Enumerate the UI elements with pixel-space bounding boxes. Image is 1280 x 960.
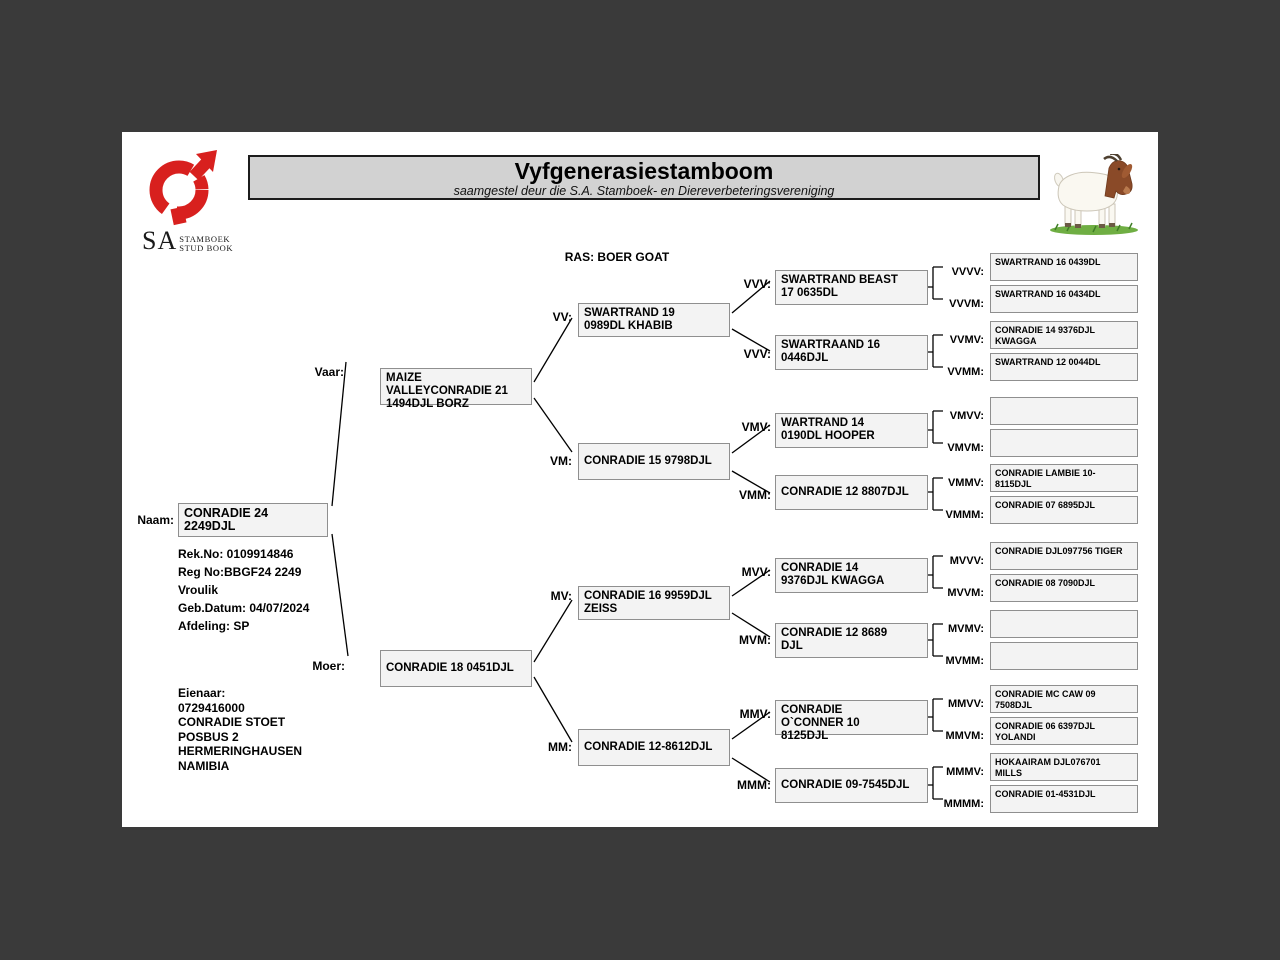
- subject-details: Rek.No: 0109914846 Reg No:BBGF24 2249 Vr…: [178, 545, 309, 635]
- box-vmm: CONRADIE 12 8807DJL: [775, 475, 928, 510]
- vaar-label: Vaar:: [314, 365, 344, 379]
- detail-reg-no: Reg No:BBGF24 2249: [178, 565, 302, 579]
- label-vmm: VMM:: [739, 488, 771, 502]
- owner-name: CONRADIE STOET: [178, 715, 286, 729]
- document-subtitle: saamgestel deur die S.A. Stamboek- en Di…: [453, 184, 835, 198]
- box-mmvv: CONRADIE MC CAW 09 7508DJL: [990, 685, 1138, 713]
- label-mvvm: MVVM:: [947, 587, 984, 599]
- boer-goat-illustration: [1050, 154, 1138, 235]
- label-mmv: MMV:: [739, 707, 771, 721]
- box-moer: CONRADIE 18 0451DJL: [380, 650, 532, 687]
- detail-geb-datum: Geb.Datum: 04/07/2024: [178, 601, 310, 615]
- box-mvm: CONRADIE 12 8689 DJL: [775, 623, 928, 658]
- logo-org-line1: STAMBOEK: [179, 234, 231, 244]
- moer-label: Moer:: [312, 659, 345, 673]
- label-mmmm: MMMM:: [943, 798, 984, 810]
- box-vvvm: SWARTRAND 16 0434DL: [990, 285, 1138, 313]
- label-mmvm: MMVM:: [945, 730, 985, 742]
- label-mvm: MVM:: [739, 633, 771, 647]
- label-mvv: MVV:: [741, 565, 771, 579]
- label-mmvv: MMVV:: [947, 698, 984, 710]
- label-mv: MV:: [550, 589, 572, 603]
- logo-org-line2: STUD BOOK: [179, 243, 234, 253]
- label-mvvv: MVVV:: [949, 555, 984, 567]
- label-vvvv: VVVV:: [951, 266, 984, 278]
- owner-phone: 0729416000: [178, 700, 245, 715]
- male-symbol-ring-arrow-icon: [149, 150, 217, 226]
- label-vvmm: VVMM:: [947, 366, 984, 378]
- pedigree-connector-lines: [331, 266, 943, 800]
- label-vmvm: VMVM:: [947, 442, 984, 454]
- label-vvv-1: VVV:: [743, 277, 771, 291]
- label-mmm: MMM:: [737, 778, 771, 792]
- breed-line: RAS: BOER GOAT: [564, 250, 670, 264]
- box-vvv-2: SWARTRAAND 16 0446DJL: [775, 335, 928, 370]
- label-vmv: VMV:: [741, 420, 771, 434]
- label-mvmv: MVMV:: [947, 623, 984, 635]
- label-mvmm: MVMM:: [945, 655, 985, 667]
- box-mmmm: CONRADIE 01-4531DJL: [990, 785, 1138, 813]
- label-vvv-2: VVV:: [743, 347, 771, 361]
- label-vmmm: VMMM:: [945, 509, 985, 521]
- box-mmmv: HOKAAIRAM DJL076701 MILLS: [990, 753, 1138, 781]
- box-vv: SWARTRAND 19 0989DL KHABIB: [578, 303, 730, 337]
- box-mvvm: CONRADIE 08 7090DJL: [990, 574, 1138, 602]
- detail-rek-no: Rek.No: 0109914846: [178, 547, 294, 561]
- box-vmvm: [990, 429, 1138, 457]
- document-title-bar: Vyfgenerasiestamboom saamgestel deur die…: [248, 155, 1040, 200]
- owner-eienaar-label: Eienaar:: [178, 686, 226, 700]
- box-mmv: CONRADIE O`CONNER 10 8125DJL: [775, 700, 928, 742]
- owner-country: NAMIBIA: [178, 758, 230, 773]
- naam-label: Naam:: [137, 513, 174, 527]
- label-vv: VV:: [552, 310, 572, 324]
- pedigree-document-page: SA STAMBOEK STUD BOOK Vyfgenerasiestambo…: [122, 132, 1158, 827]
- owner-address-2: HERMERINGHAUSEN: [178, 744, 303, 758]
- box-mm: CONRADIE 12-8612DJL: [578, 729, 730, 766]
- box-vvvv: SWARTRAND 16 0439DL: [990, 253, 1138, 281]
- label-mmmv: MMMV:: [946, 766, 984, 778]
- box-mmm: CONRADIE 09-7545DJL: [775, 768, 928, 803]
- box-vvv-1: SWARTRAND BEAST 17 0635DL: [775, 270, 928, 305]
- label-mm: MM:: [548, 740, 572, 754]
- label-vvvm: VVVM:: [949, 298, 984, 310]
- box-vm: CONRADIE 15 9798DJL: [578, 443, 730, 480]
- label-vmmv: VMMV:: [947, 477, 984, 489]
- sa-studbook-logo: SA STAMBOEK STUD BOOK: [142, 148, 264, 255]
- box-vmvv: [990, 397, 1138, 425]
- label-vvmv: VVMV:: [949, 334, 984, 346]
- owner-block: Eienaar: 0729416000 CONRADIE STOET POSBU…: [178, 686, 302, 773]
- box-mvmv: [990, 610, 1138, 638]
- box-vaar: MAIZE VALLEYCONRADIE 21 1494DJL BORZ: [380, 368, 532, 410]
- box-vvmv: CONRADIE 14 9376DJL KWAGGA: [990, 321, 1138, 349]
- detail-sex: Vroulik: [178, 583, 219, 597]
- box-mvvv: CONRADIE DJL097756 TIGER: [990, 542, 1138, 570]
- label-vm: VM:: [550, 454, 572, 468]
- owner-address-1: POSBUS 2: [178, 729, 239, 744]
- box-mvv: CONRADIE 14 9376DJL KWAGGA: [775, 558, 928, 593]
- box-vmmm: CONRADIE 07 6895DJL: [990, 496, 1138, 524]
- box-mv: CONRADIE 16 9959DJL ZEISS: [578, 586, 730, 620]
- subject-name-box: CONRADIE 24 2249DJL: [178, 503, 328, 537]
- label-vmvv: VMVV:: [949, 410, 984, 422]
- document-title: Vyfgenerasiestamboom: [514, 158, 774, 184]
- logo-sa-text: SA: [142, 226, 178, 255]
- box-mmvm: CONRADIE 06 6397DJL YOLANDI: [990, 717, 1138, 745]
- box-mvmm: [990, 642, 1138, 670]
- detail-afdeling: Afdeling: SP: [178, 619, 250, 633]
- box-vvmm: SWARTRAND 12 0044DL: [990, 353, 1138, 381]
- sa-studbook-logo-text: SA STAMBOEK STUD BOOK: [142, 226, 264, 255]
- box-vmmv: CONRADIE LAMBIE 10- 8115DJL: [990, 464, 1138, 492]
- box-vmv: WARTRAND 14 0190DL HOOPER: [775, 413, 928, 448]
